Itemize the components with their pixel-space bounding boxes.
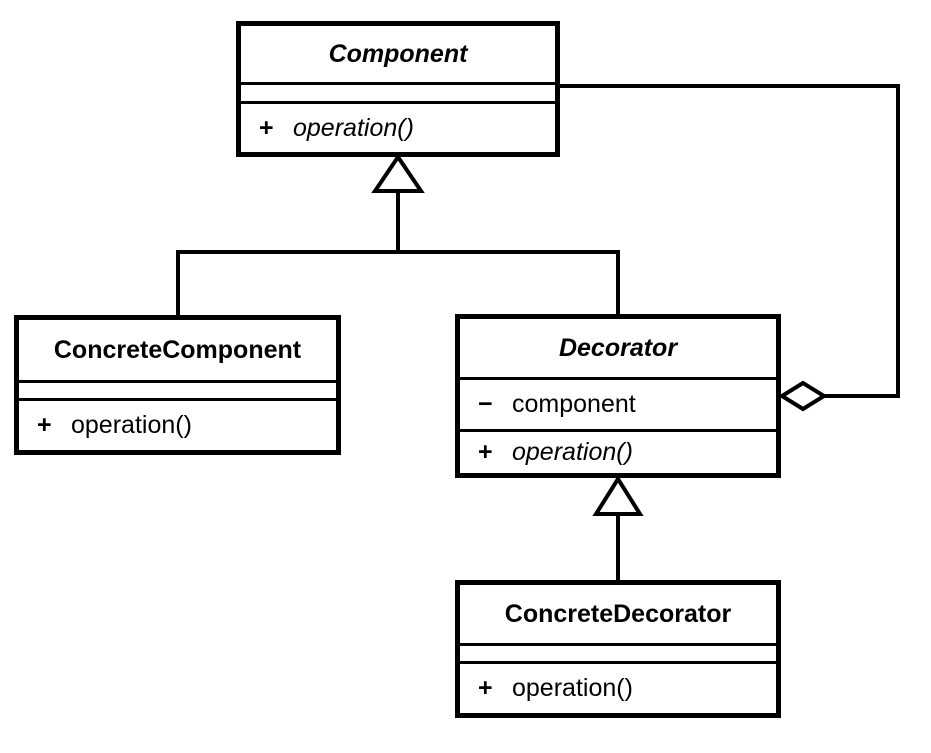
hollow-diamond-marker xyxy=(778,380,828,412)
operation-label: operation() xyxy=(71,411,192,439)
hollow-triangle-arrowhead xyxy=(592,475,644,516)
operations-compartment: + operation() xyxy=(460,429,776,473)
visibility-marker: + xyxy=(259,113,274,142)
class-name-compartment: ConcreteComponent xyxy=(19,320,336,380)
visibility-marker: − xyxy=(478,390,493,418)
operation-row: + operation() xyxy=(460,674,633,703)
operations-compartment: + operation() xyxy=(241,101,555,152)
class-name-compartment: ConcreteDecorator xyxy=(460,585,776,643)
operation-row: + operation() xyxy=(241,114,414,143)
operation-row: + operation() xyxy=(460,438,633,467)
visibility-marker: + xyxy=(37,411,52,439)
aggregation-decorator-component xyxy=(558,84,900,412)
class-box-concrete-component[interactable]: ConcreteComponent + operation() xyxy=(14,315,341,455)
class-name-label: ConcreteComponent xyxy=(53,335,302,364)
generalization-to-decorator xyxy=(592,475,644,582)
operations-compartment: + operation() xyxy=(460,661,776,713)
attributes-compartment xyxy=(241,82,555,101)
class-name-label: Component xyxy=(328,39,468,68)
visibility-marker: + xyxy=(478,674,493,702)
visibility-marker: + xyxy=(478,438,493,466)
class-box-component[interactable]: Component + operation() xyxy=(236,21,560,157)
operations-compartment: + operation() xyxy=(19,398,336,450)
class-name-label: ConcreteDecorator xyxy=(504,599,732,628)
hollow-triangle-arrowhead xyxy=(371,153,425,193)
operation-row: + operation() xyxy=(19,411,192,440)
operation-label: operation() xyxy=(293,113,414,142)
class-box-decorator[interactable]: Decorator − component + operation() xyxy=(455,314,781,478)
attribute-row: − component xyxy=(460,390,636,419)
attributes-compartment xyxy=(460,643,776,661)
class-name-compartment: Component xyxy=(241,26,555,82)
class-name-label: Decorator xyxy=(558,333,678,362)
class-name-compartment: Decorator xyxy=(460,319,776,377)
attributes-compartment xyxy=(19,380,336,398)
operation-label: operation() xyxy=(512,438,633,466)
attribute-label: component xyxy=(512,390,636,418)
class-box-concrete-decorator[interactable]: ConcreteDecorator + operation() xyxy=(455,580,781,718)
generalization-to-component xyxy=(176,153,620,317)
operation-label: operation() xyxy=(512,674,633,702)
attributes-compartment: − component xyxy=(460,377,776,429)
